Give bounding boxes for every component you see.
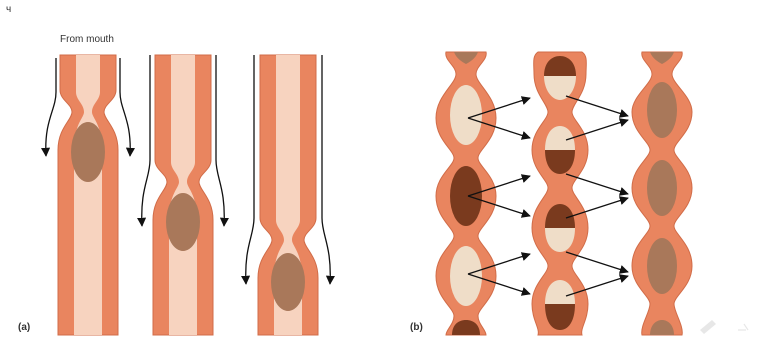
panel-a-label: (a) xyxy=(18,322,30,333)
intestine-column-1 xyxy=(436,52,496,335)
panel-b-segmentation: (b) xyxy=(410,52,692,335)
chyme-pocket xyxy=(647,82,677,138)
esophagus-segment-3 xyxy=(246,55,331,335)
corner-mark: ч xyxy=(6,4,11,15)
panel-a-peristalsis: From mouth (a) xyxy=(18,34,330,335)
arrow-icon xyxy=(566,252,628,272)
esophagus-segment-2 xyxy=(142,55,225,335)
chyme-pocket-dark xyxy=(450,166,482,226)
intestine-column-2 xyxy=(532,52,588,335)
food-bolus xyxy=(271,253,305,311)
panel-b-label: (b) xyxy=(410,322,423,333)
esophagus-segment-1 xyxy=(46,55,130,335)
arrow-icon xyxy=(120,58,130,156)
food-bolus xyxy=(71,122,105,182)
chyme-pocket xyxy=(647,238,677,294)
arrow-icon xyxy=(142,55,150,226)
chyme-pocket-light xyxy=(450,246,482,306)
chyme-pocket xyxy=(647,160,677,216)
arrow-icon xyxy=(46,58,56,156)
arrow-icon xyxy=(216,55,224,226)
arrow-icon xyxy=(246,55,254,284)
food-bolus xyxy=(166,193,200,251)
arrow-icon xyxy=(566,96,628,116)
arrow-icon xyxy=(566,174,628,194)
tube-lumen xyxy=(74,55,102,335)
intestine-column-3 xyxy=(632,52,692,335)
decorative-marks xyxy=(700,320,748,334)
from-mouth-label: From mouth xyxy=(60,34,114,45)
arrow-icon xyxy=(322,55,330,284)
